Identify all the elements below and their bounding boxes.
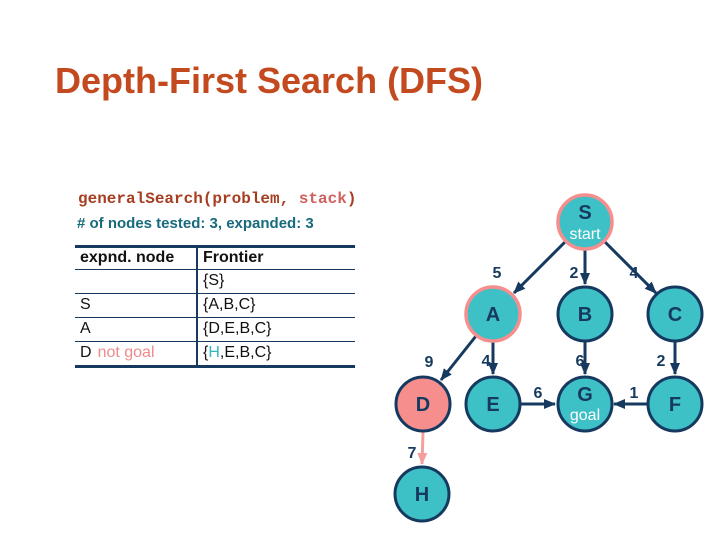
code-close-paren: ) xyxy=(346,190,357,208)
expanded-node-cell: D xyxy=(80,344,92,361)
edge-weight-d-h: 7 xyxy=(408,445,417,462)
node-c-circle xyxy=(646,285,704,343)
edge-s-a xyxy=(512,239,568,295)
edge-d-h-highlighted xyxy=(417,431,428,465)
nodes-tested-stats: # of nodes tested: 3, expanded: 3 xyxy=(77,215,314,232)
edge-weight-a-e: 4 xyxy=(482,353,491,370)
table-row: S {A,B,C} xyxy=(75,293,355,318)
node-e-circle xyxy=(464,375,522,433)
node-b-label: B xyxy=(578,304,592,326)
trace-table-header-row: expnd. node Frontier xyxy=(75,246,355,270)
edge-s-c xyxy=(602,239,658,295)
edge-weight-s-c: 4 xyxy=(630,265,639,282)
node-g-circle xyxy=(556,375,614,433)
node-b-circle xyxy=(556,285,614,343)
node-f-label: F xyxy=(669,394,681,416)
node-g-label: G xyxy=(577,384,593,406)
trace-table: expnd. node Frontier {S} S {A,B,C} A {D,… xyxy=(75,245,355,368)
pseudocode-line: generalSearch(problem, stack) xyxy=(78,190,356,208)
graph-node-h: H xyxy=(393,465,451,523)
node-a-circle xyxy=(464,285,522,343)
node-h-circle xyxy=(393,465,451,523)
frontier-cell: {D,E,B,C} xyxy=(203,320,272,337)
frontier-cell: {S} xyxy=(203,272,225,289)
node-s-start-label: start xyxy=(569,226,601,243)
edge-weight-c-f: 2 xyxy=(657,353,666,370)
edge-weight-b-g: 6 xyxy=(576,353,585,370)
edge-a-d xyxy=(439,335,478,381)
graph-node-a: A xyxy=(464,285,522,343)
col-header-expanded-node: expnd. node xyxy=(75,246,198,270)
edge-weight-a-d: 9 xyxy=(425,354,434,371)
code-arg-stack: stack xyxy=(298,190,347,208)
graph-node-b: B xyxy=(556,285,614,343)
node-f-circle xyxy=(646,375,704,433)
node-g-goal-label: goal xyxy=(570,407,600,424)
node-note: not goal xyxy=(97,344,155,361)
slide-title: Depth-First Search (DFS) xyxy=(55,60,484,101)
node-d-label: D xyxy=(416,394,430,416)
node-a-label: A xyxy=(486,304,500,326)
edge-weight-f-g: 1 xyxy=(630,385,639,402)
graph-node-e: E xyxy=(464,375,522,433)
expanded-node-cell: S xyxy=(80,296,91,313)
edge-weight-s-b: 2 xyxy=(570,265,579,282)
graph-node-d: D xyxy=(394,375,452,433)
graph-node-g: G goal xyxy=(556,375,614,433)
graph-node-s: S start xyxy=(556,193,614,251)
node-e-label: E xyxy=(486,394,499,416)
frontier-cell: { xyxy=(203,344,209,361)
node-s-circle xyxy=(556,193,614,251)
table-row: A {D,E,B,C} xyxy=(75,317,355,342)
node-s-label: S xyxy=(578,202,591,224)
edge-weight-e-g: 6 xyxy=(534,385,543,402)
col-header-frontier: Frontier xyxy=(203,249,264,266)
graph-node-c: C xyxy=(646,285,704,343)
expanded-node-cell: A xyxy=(80,320,91,337)
frontier-highlight: H xyxy=(208,344,220,361)
node-c-label: C xyxy=(668,304,682,326)
edge-weight-s-a: 5 xyxy=(493,265,502,282)
code-call: generalSearch(problem, xyxy=(78,190,299,208)
graph-node-f: F xyxy=(646,375,704,433)
node-h-label: H xyxy=(415,484,429,506)
frontier-rest: ,E,B,C} xyxy=(219,344,272,361)
node-d-circle xyxy=(394,375,452,433)
table-row: {S} xyxy=(75,269,355,294)
frontier-cell: {A,B,C} xyxy=(203,296,256,313)
